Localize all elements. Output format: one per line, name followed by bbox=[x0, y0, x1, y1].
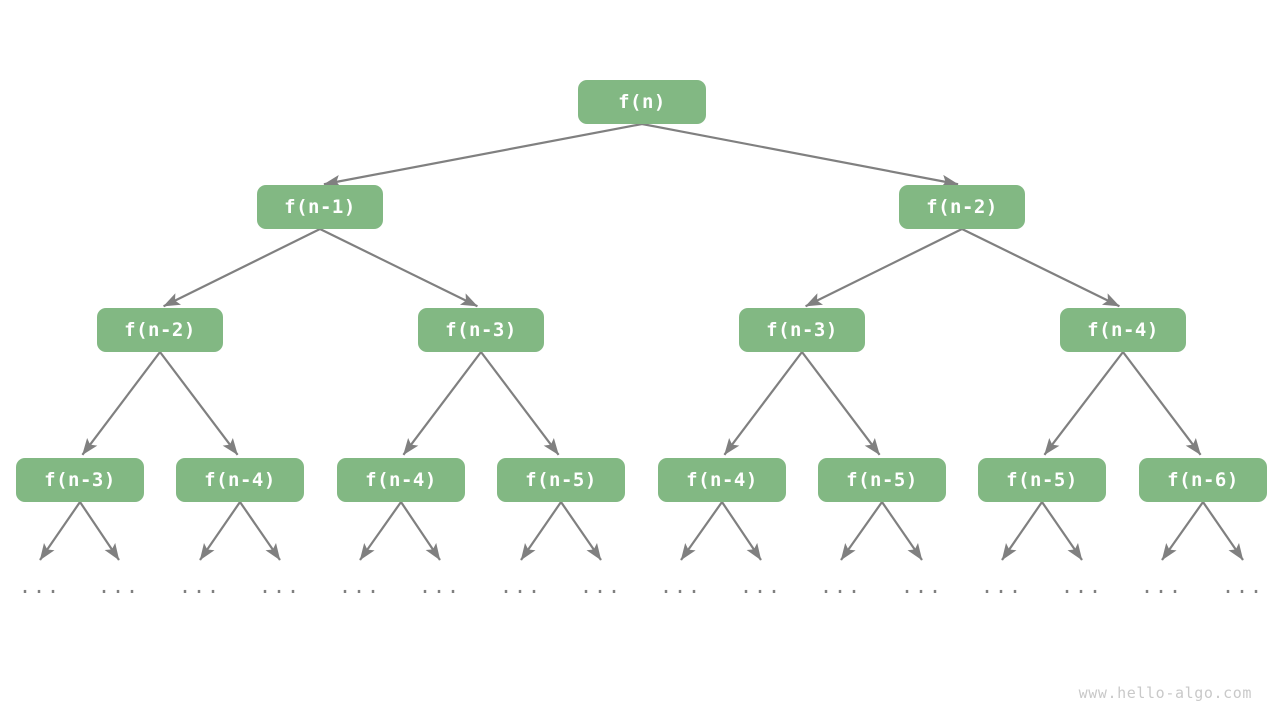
tree-node-label: f(n-4) bbox=[204, 469, 276, 491]
tree-edge bbox=[801, 351, 881, 456]
tree-edge bbox=[641, 122, 959, 188]
tree-node-n10: f(n-5) bbox=[497, 458, 625, 502]
tree-edge bbox=[723, 351, 803, 456]
tree-edge-leaf bbox=[79, 501, 120, 561]
tree-node-n12: f(n-5) bbox=[818, 458, 946, 502]
tree-node-n3: f(n-2) bbox=[97, 308, 223, 352]
ellipsis-marker: ... bbox=[499, 574, 543, 598]
ellipsis-marker: ... bbox=[659, 574, 703, 598]
tree-node-n2: f(n-2) bbox=[899, 185, 1025, 229]
tree-node-n7: f(n-3) bbox=[16, 458, 144, 502]
tree-node-label: f(n-2) bbox=[124, 319, 196, 341]
tree-node-label: f(n-5) bbox=[1006, 469, 1078, 491]
tree-edge-leaf bbox=[1041, 501, 1083, 561]
tree-node-n6: f(n-4) bbox=[1060, 308, 1186, 352]
tree-edge-leaf bbox=[1202, 501, 1244, 561]
tree-edge bbox=[323, 122, 643, 188]
tree-edge bbox=[805, 228, 963, 308]
tree-edge-leaf bbox=[199, 501, 241, 561]
tree-node-n5: f(n-3) bbox=[739, 308, 865, 352]
tree-edge bbox=[159, 351, 239, 456]
ellipsis-marker: ... bbox=[18, 574, 62, 598]
ellipsis-marker: ... bbox=[178, 574, 222, 598]
tree-node-label: f(n-3) bbox=[766, 319, 838, 341]
tree-edge bbox=[1122, 351, 1202, 456]
tree-node-label: f(n) bbox=[618, 91, 666, 113]
tree-edge-leaf bbox=[400, 501, 441, 561]
tree-edge bbox=[402, 351, 482, 456]
ellipsis-marker: ... bbox=[1140, 574, 1184, 598]
tree-node-label: f(n-2) bbox=[926, 196, 998, 218]
tree-node-label: f(n-5) bbox=[525, 469, 597, 491]
tree-edge-leaf bbox=[520, 501, 562, 561]
tree-edge bbox=[480, 351, 560, 456]
ellipsis-marker: ... bbox=[1060, 574, 1104, 598]
tree-edge-leaf bbox=[1161, 501, 1204, 561]
tree-node-label: f(n-3) bbox=[445, 319, 517, 341]
tree-node-label: f(n-1) bbox=[284, 196, 356, 218]
tree-edge-leaf bbox=[359, 501, 402, 561]
tree-edge-leaf bbox=[39, 501, 81, 561]
ellipsis-marker: ... bbox=[338, 574, 382, 598]
ellipsis-marker: ... bbox=[258, 574, 302, 598]
ellipsis-marker: ... bbox=[980, 574, 1024, 598]
tree-edge bbox=[1043, 351, 1124, 456]
tree-node-n9: f(n-4) bbox=[337, 458, 465, 502]
tree-node-n1: f(n-1) bbox=[257, 185, 383, 229]
ellipsis-marker: ... bbox=[97, 574, 141, 598]
tree-node-label: f(n-4) bbox=[365, 469, 437, 491]
ellipsis-marker: ... bbox=[1221, 574, 1265, 598]
tree-node-label: f(n-3) bbox=[44, 469, 116, 491]
ellipsis-marker: ... bbox=[739, 574, 783, 598]
tree-node-n14: f(n-6) bbox=[1139, 458, 1267, 502]
ellipsis-marker: ... bbox=[579, 574, 623, 598]
tree-edge-leaf bbox=[239, 501, 281, 561]
tree-node-n4: f(n-3) bbox=[418, 308, 544, 352]
tree-edge-leaf bbox=[881, 501, 923, 561]
ellipsis-marker: ... bbox=[900, 574, 944, 598]
tree-edge bbox=[163, 228, 321, 308]
tree-edge-leaf bbox=[840, 501, 883, 561]
tree-edge-leaf bbox=[560, 501, 602, 561]
ellipsis-marker: ... bbox=[819, 574, 863, 598]
tree-edge-leaf bbox=[1001, 501, 1043, 561]
tree-node-label: f(n-6) bbox=[1167, 469, 1239, 491]
tree-edge-leaf bbox=[721, 501, 762, 561]
ellipsis-marker: ... bbox=[418, 574, 462, 598]
tree-node-label: f(n-4) bbox=[686, 469, 758, 491]
tree-edges bbox=[39, 122, 1244, 561]
tree-node-n13: f(n-5) bbox=[978, 458, 1106, 502]
tree-node-n8: f(n-4) bbox=[176, 458, 304, 502]
tree-node-label: f(n-4) bbox=[1087, 319, 1159, 341]
tree-edge bbox=[319, 228, 478, 308]
tree-edge-leaf bbox=[680, 501, 723, 561]
tree-edge bbox=[81, 351, 161, 456]
tree-edge bbox=[961, 228, 1120, 308]
watermark: www.hello-algo.com bbox=[1078, 684, 1252, 702]
tree-node-n0: f(n) bbox=[578, 80, 706, 124]
tree-node-n11: f(n-4) bbox=[658, 458, 786, 502]
tree-node-label: f(n-5) bbox=[846, 469, 918, 491]
